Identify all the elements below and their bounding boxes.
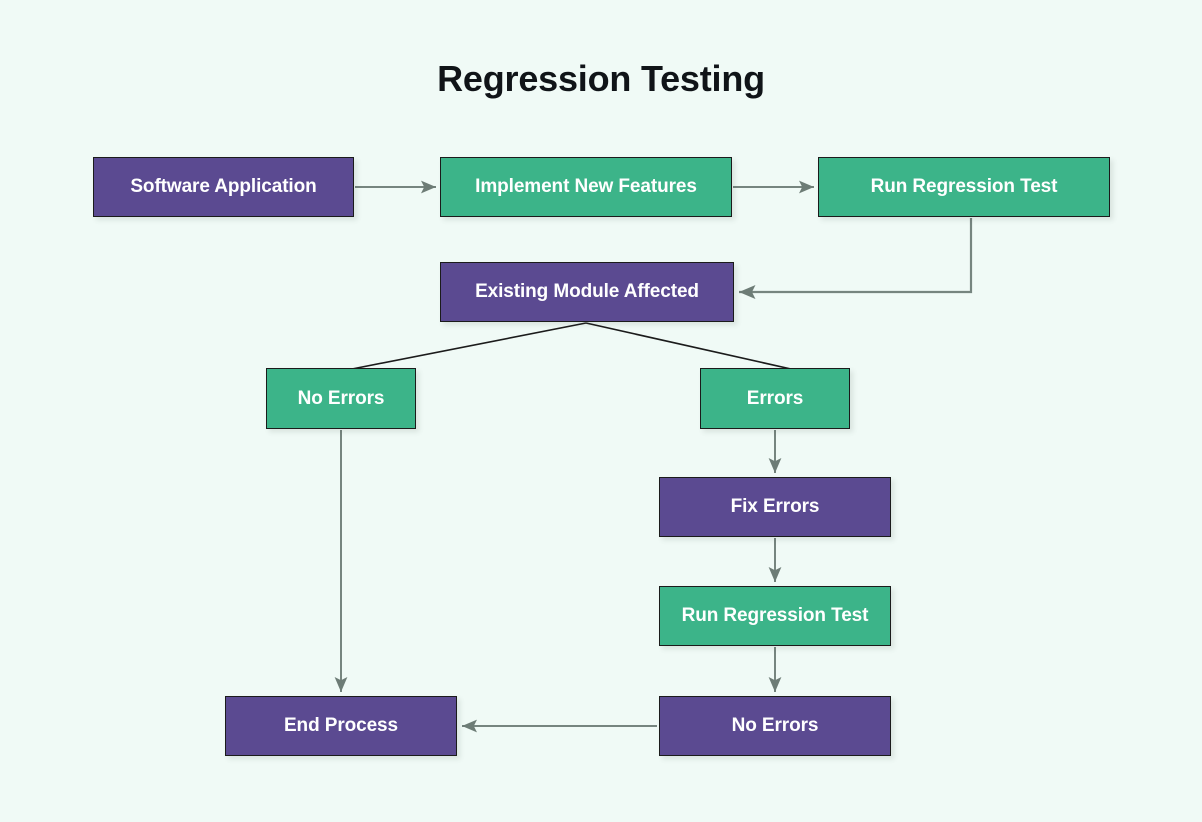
connector-existing-module-affected-to-errors [585,322,792,370]
node-errors[interactable]: Errors [700,368,850,429]
node-no-errors-left[interactable]: No Errors [266,368,416,429]
node-implement-new-features[interactable]: Implement New Features [440,157,732,217]
node-end-process[interactable]: End Process [225,696,457,756]
node-no-errors-bottom[interactable]: No Errors [659,696,891,756]
node-run-regression-test-2[interactable]: Run Regression Test [659,586,891,646]
connector-existing-module-affected-to-no-errors-left [351,322,587,370]
connector-run-regression-test-to-existing-module-affected [739,218,973,300]
page-title: Regression Testing [437,58,765,99]
node-run-regression-test-1[interactable]: Run Regression Test [818,157,1110,217]
node-fix-errors[interactable]: Fix Errors [659,477,891,537]
node-software-application[interactable]: Software Application [93,157,354,217]
node-existing-module-affected[interactable]: Existing Module Affected [440,262,734,322]
